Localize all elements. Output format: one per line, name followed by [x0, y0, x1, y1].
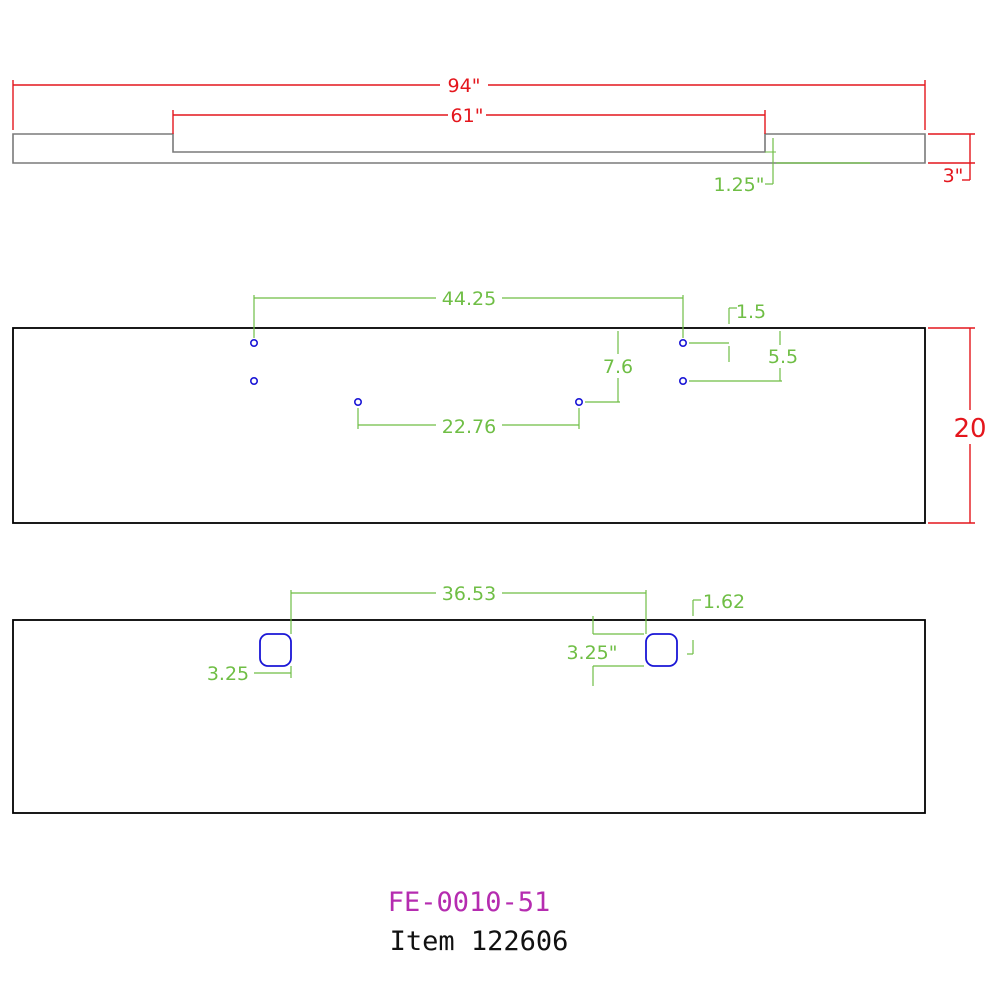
dim-325h-label: 3.25": [566, 642, 617, 664]
dim-125-label: 1.25": [713, 174, 764, 196]
mount-hole-right-lower: [678, 376, 687, 385]
part-number: FE-0010-51: [388, 887, 551, 918]
dim-4425-label: 44.25: [442, 288, 496, 310]
dim-162-label: 1.62: [703, 591, 745, 613]
bumper-profile: [12, 133, 926, 164]
dim-3653-label: 36.53: [442, 583, 496, 605]
mount-hole-right-upper: [678, 338, 687, 347]
top-view: [12, 80, 975, 185]
item-number: Item 122606: [390, 926, 569, 957]
bottom-view: [12, 590, 926, 814]
dim-94-label: 94": [448, 75, 481, 97]
dim-3-label: 3": [943, 165, 964, 187]
middle-view: [12, 295, 975, 524]
dim-20-label: 20: [953, 414, 986, 444]
dim-15-label: 1.5: [736, 301, 766, 323]
bottom-plate-outline: [12, 619, 926, 814]
dim-55-label: 5.5: [768, 346, 798, 368]
mount-hole-inner-right: [574, 397, 583, 406]
dim-325w-label: 3.25: [207, 663, 249, 685]
mount-hole-left-upper: [250, 338, 259, 347]
dim-61-label: 61": [451, 105, 484, 127]
front-plate-outline: [12, 327, 926, 524]
dim-2276-label: 22.76: [442, 416, 496, 438]
slot-left: [259, 633, 292, 667]
mount-hole-left-lower: [250, 376, 259, 385]
mount-hole-inner-left: [353, 397, 362, 406]
slot-right: [645, 633, 678, 667]
dim-76-label: 7.6: [603, 356, 633, 378]
